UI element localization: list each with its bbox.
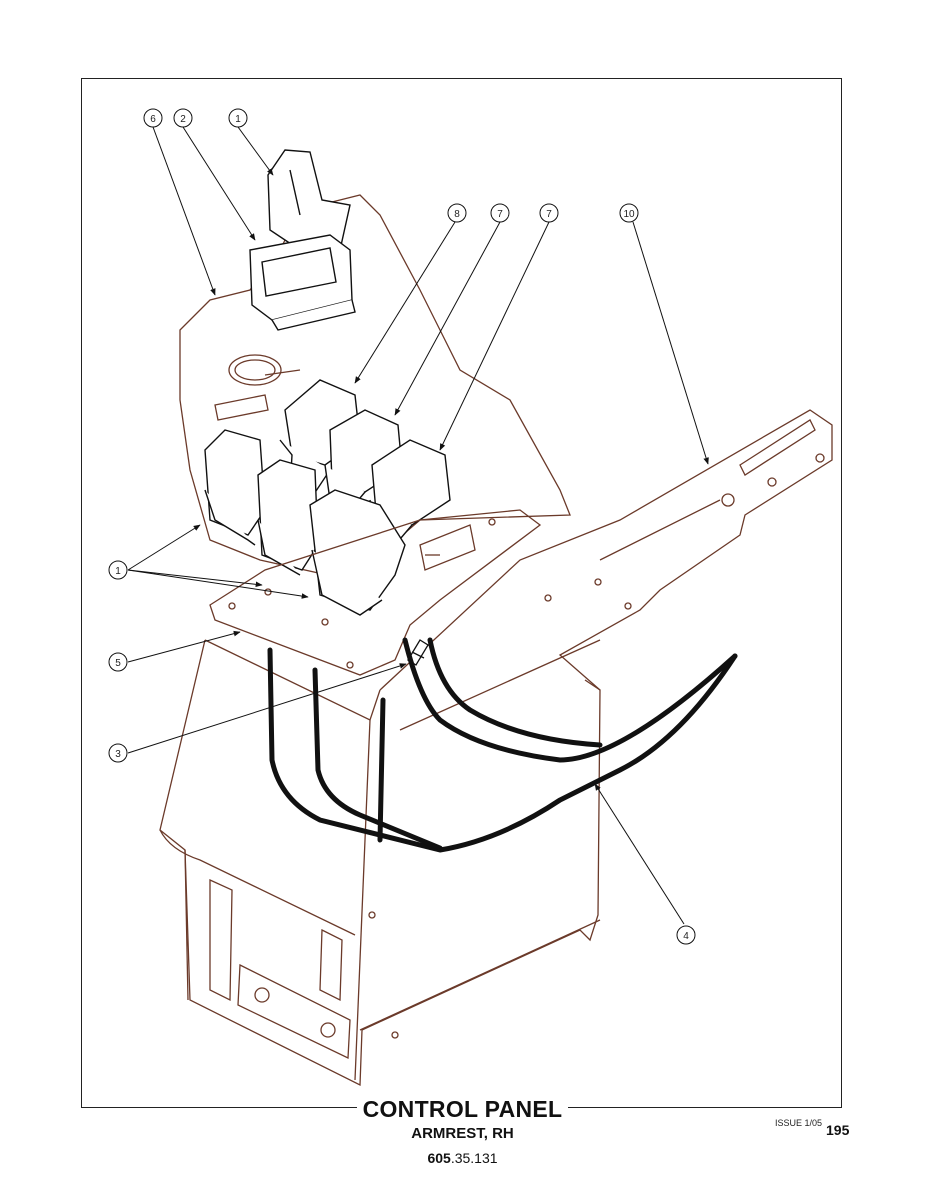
armrest-housing: [159, 639, 601, 1087]
svg-text:2: 2: [180, 114, 186, 125]
rocker-switch-row-lower: [204, 429, 406, 616]
callouts: 6 2 1 8 7 7 10 1: [108, 108, 696, 945]
svg-text:8: 8: [454, 209, 460, 220]
svg-text:10: 10: [623, 209, 635, 220]
callout-5: 5: [108, 652, 128, 672]
page-title: CONTROL PANEL: [356, 1096, 569, 1123]
issue-label: ISSUE 1/05: [775, 1118, 823, 1128]
svg-text:1: 1: [235, 114, 241, 125]
svg-text:6: 6: [150, 114, 156, 125]
leader-lines: [127, 126, 709, 925]
page-number: 195: [826, 1122, 850, 1138]
svg-text:7: 7: [546, 209, 552, 220]
top-rocker-switch-bezel: [249, 234, 356, 331]
callout-4: 4: [676, 925, 696, 945]
page-subtitle: ARMREST, RH: [411, 1125, 514, 1142]
base-panel: [379, 409, 833, 691]
callout-8: 8: [447, 203, 467, 223]
callout-2: 2: [173, 108, 193, 128]
wiring-harness: [267, 637, 738, 853]
callout-6: 6: [143, 108, 163, 128]
callout-1-top: 1: [228, 108, 248, 128]
svg-text:5: 5: [115, 658, 121, 669]
part-number: 605.35.131: [0, 1150, 925, 1166]
part-number-suffix: .35.131: [450, 1150, 498, 1166]
callout-7b: 7: [539, 203, 559, 223]
callout-7a: 7: [490, 203, 510, 223]
callout-1-left: 1: [108, 560, 128, 580]
svg-text:1: 1: [115, 566, 121, 577]
svg-text:7: 7: [497, 209, 503, 220]
title-block: CONTROL PANEL ARMREST, RH 605.35.131: [0, 1096, 925, 1166]
svg-text:3: 3: [115, 749, 121, 760]
callout-10: 10: [619, 203, 639, 223]
part-number-prefix: 605: [427, 1150, 451, 1166]
top-rocker-switch: [267, 149, 351, 251]
callout-3: 3: [108, 743, 128, 763]
svg-text:4: 4: [683, 931, 689, 942]
mounting-plate: [209, 509, 542, 676]
